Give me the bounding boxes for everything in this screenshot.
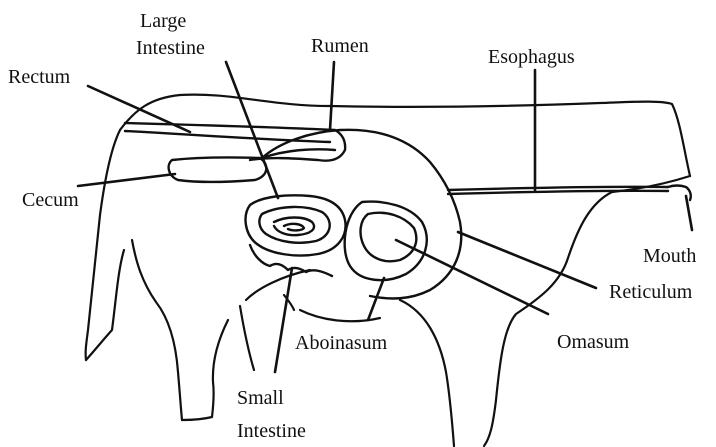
- label-omasum: Omasum: [557, 331, 630, 353]
- cecum-shape: [169, 157, 267, 181]
- digestive-organs: [125, 123, 691, 298]
- label-small-intestine-line1: Small: [237, 387, 284, 409]
- leader-omasum: [396, 240, 548, 314]
- leader-large-intestine: [226, 62, 278, 198]
- omasum-shape: [361, 213, 417, 261]
- leader-aboinasum: [368, 278, 384, 320]
- cow-outline: [86, 95, 690, 446]
- label-large-intestine-line1: Large: [140, 10, 186, 32]
- label-rumen: Rumen: [311, 35, 369, 57]
- labels: Large Intestine Rumen Esophagus Rectum C…: [8, 10, 696, 442]
- label-aboinasum: Aboinasum: [295, 332, 388, 354]
- leader-small-intestine: [275, 268, 292, 372]
- leader-rumen: [330, 62, 334, 130]
- label-mouth: Mouth: [643, 245, 696, 267]
- label-rectum: Rectum: [8, 66, 71, 88]
- leader-rectum: [88, 86, 190, 132]
- label-reticulum: Reticulum: [609, 281, 693, 303]
- label-leaders: [78, 62, 692, 372]
- label-cecum: Cecum: [22, 189, 79, 211]
- leader-mouth: [686, 196, 692, 230]
- label-small-intestine-line2: Intestine: [237, 420, 306, 442]
- label-large-intestine-line2: Intestine: [136, 37, 205, 59]
- leader-cecum: [78, 174, 175, 186]
- label-esophagus: Esophagus: [488, 46, 575, 68]
